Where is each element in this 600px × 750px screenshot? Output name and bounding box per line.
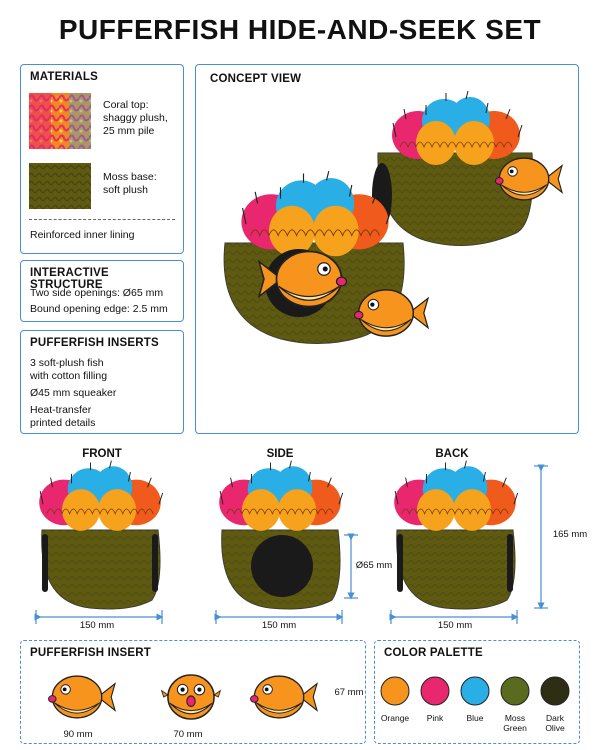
inserts-panel: PUFFERFISH INSERTS 3 soft-plush fish wit… bbox=[20, 330, 184, 434]
coral-label-1: Coral top: bbox=[103, 99, 149, 111]
front-view-drawing bbox=[38, 460, 164, 610]
swatch-olive-label-1: Dark bbox=[546, 713, 564, 723]
back-view-label: BACK bbox=[435, 448, 469, 460]
height-dim: 165 mm bbox=[552, 529, 588, 540]
side-view-drawing bbox=[218, 460, 344, 610]
page-title: PUFFERFISH HIDE-AND-SEEK SET bbox=[58, 14, 542, 45]
moss-swatch-image bbox=[29, 163, 91, 209]
concept-panel: CONCEPT VIEW bbox=[195, 64, 579, 434]
inserts-heading: PUFFERFISH INSERTS bbox=[30, 337, 159, 349]
swatch-orange-label: Orange bbox=[380, 713, 410, 723]
back-width-dim: 150 mm bbox=[437, 620, 473, 631]
insert-heading: PUFFERFISH INSERT bbox=[30, 647, 151, 659]
structure-panel: INTERACTIVE STRUCTURE Two side openings:… bbox=[20, 260, 184, 322]
insert-fish-front bbox=[160, 674, 222, 720]
structure-line-1: Two side openings: Ø65 mm bbox=[30, 287, 164, 299]
insert-width-2: 70 mm bbox=[173, 729, 203, 740]
inserts-line-2: with cotton filling bbox=[30, 370, 108, 382]
insert-height: 67 mm bbox=[334, 687, 364, 698]
inserts-line-3: Ø45 mm squeaker bbox=[30, 387, 117, 399]
front-width-dim: 150 mm bbox=[79, 620, 115, 631]
side-view-label: SIDE bbox=[266, 448, 294, 460]
insert-fish-side-1 bbox=[47, 675, 116, 719]
coral-swatch-image bbox=[29, 93, 91, 149]
palette-panel: COLOR PALETTE Orange Pink Blue Moss Gree… bbox=[374, 640, 580, 744]
insert-fish-side-2 bbox=[249, 675, 318, 719]
moss-label-2: soft plush bbox=[103, 184, 148, 196]
lining-label: Reinforced inner lining bbox=[30, 229, 135, 241]
materials-heading: MATERIALS bbox=[30, 71, 99, 83]
front-view-label: FRONT bbox=[82, 448, 122, 460]
swatch-moss-label-2: Green bbox=[503, 723, 527, 733]
insert-panel: PUFFERFISH INSERT 90 mm 70 mm 67 mm bbox=[20, 640, 366, 744]
palette-heading: COLOR PALETTE bbox=[384, 647, 483, 659]
palette-swatches bbox=[380, 676, 570, 706]
swatch-pink-label: Pink bbox=[426, 713, 444, 723]
opening-dim: Ø65 mm bbox=[355, 560, 393, 571]
side-width-dim: 150 mm bbox=[261, 620, 297, 631]
materials-panel: MATERIALS Coral top: shaggy plush, 25 mm… bbox=[20, 64, 184, 254]
swatch-blue-label: Blue bbox=[466, 713, 484, 723]
structure-heading: INTERACTIVE STRUCTURE bbox=[30, 267, 109, 291]
structure-line-2: Bound opening edge: 2.5 mm bbox=[30, 303, 168, 315]
concept-heading: CONCEPT VIEW bbox=[210, 73, 302, 85]
coral-label-2: shaggy plush, bbox=[103, 112, 168, 124]
back-view-drawing bbox=[393, 460, 519, 610]
divider bbox=[29, 219, 175, 220]
moss-label-1: Moss base: bbox=[103, 171, 157, 183]
swatch-olive-label-2: Olive bbox=[545, 723, 565, 733]
inserts-line-5: printed details bbox=[30, 417, 96, 429]
swatch-moss-label-1: Moss bbox=[504, 713, 526, 723]
inserts-line-1: 3 soft-plush fish bbox=[30, 357, 104, 369]
coral-label-3: 25 mm pile bbox=[103, 125, 155, 137]
side-opening bbox=[251, 535, 313, 597]
concept-hideout-back bbox=[372, 90, 563, 246]
inserts-line-4: Heat-transfer bbox=[30, 404, 92, 416]
insert-width-1: 90 mm bbox=[63, 729, 93, 740]
